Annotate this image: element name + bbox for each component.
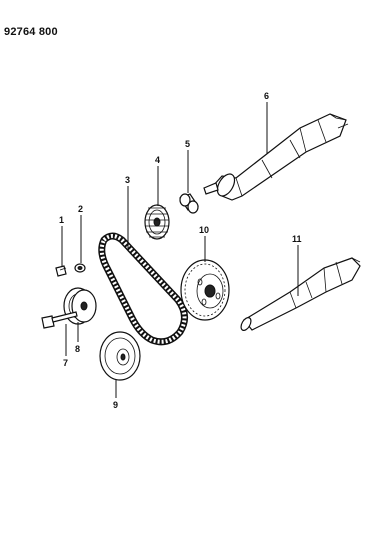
crank-pulley (99, 331, 141, 381)
lower-shaft (240, 257, 361, 331)
callout-5: 5 (185, 139, 190, 149)
callout-8: 8 (75, 344, 80, 354)
bushing (179, 193, 199, 214)
callout-4: 4 (155, 155, 160, 165)
small-bolt (55, 265, 67, 277)
small-sprocket (144, 204, 170, 240)
callout-7: 7 (63, 358, 68, 368)
pulley-bolt (41, 311, 78, 329)
callout-10: 10 (199, 225, 209, 235)
callout-6: 6 (264, 91, 269, 101)
tensioner-pulley (63, 287, 97, 325)
callout-3: 3 (125, 175, 130, 185)
large-sprocket (180, 259, 230, 321)
diagram-part-number: 92764 800 (4, 26, 58, 38)
leader-lines (61, 102, 299, 398)
nut (74, 263, 86, 273)
upper-shaft (203, 113, 349, 201)
callout-2: 2 (78, 204, 83, 214)
callout-1: 1 (59, 215, 64, 225)
callout-11: 11 (292, 234, 302, 244)
callout-labels: 1 2 3 4 5 6 7 8 9 10 11 (59, 91, 302, 410)
callout-9: 9 (113, 400, 118, 410)
timing-belt (98, 232, 188, 346)
